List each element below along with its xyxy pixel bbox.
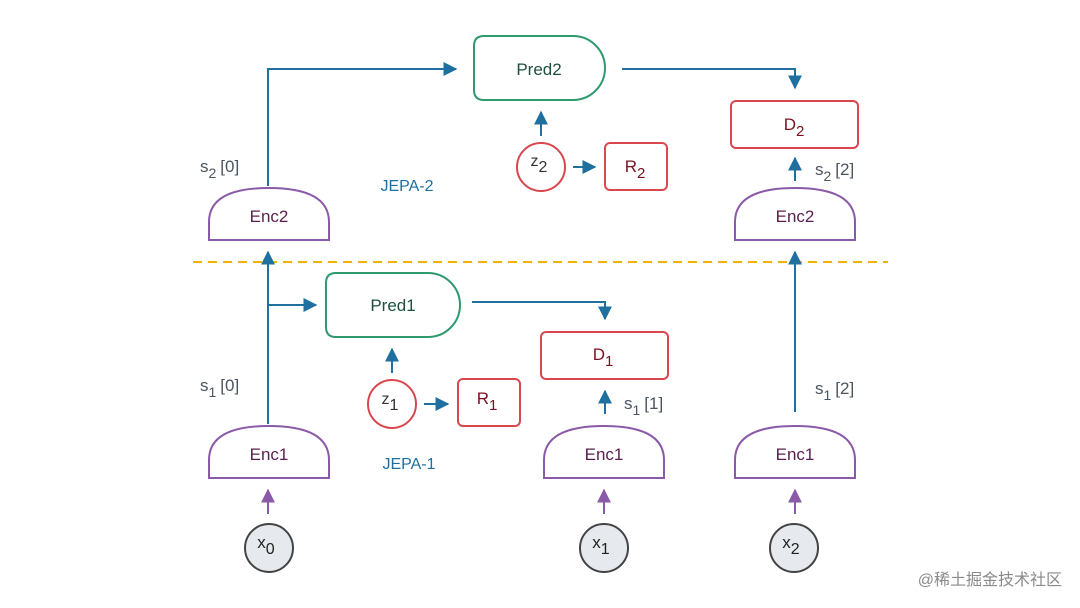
arrow-pred1-to-d1 <box>472 301 612 321</box>
arrow-enc2-to-pred2 <box>267 62 458 186</box>
pred2-label: Pred2 <box>516 60 561 79</box>
arrow-pred2-to-d2 <box>622 68 802 90</box>
d2-label: D2 <box>784 115 805 140</box>
watermark-text: @稀土掘金技术社区 <box>918 571 1062 589</box>
enc1-1-label: Enc1 <box>585 445 624 464</box>
s2-2-label: s2[2] <box>815 160 854 184</box>
r2-node: R2 <box>604 142 668 191</box>
d2-node: D2 <box>730 100 859 149</box>
pred1-label: Pred1 <box>370 296 415 315</box>
z1-node: z1 <box>367 379 417 429</box>
x2-label: x2 <box>782 533 800 558</box>
enc1-2-label: Enc1 <box>776 445 815 464</box>
x0-label: x0 <box>257 533 275 558</box>
s1-0-label: s1[0] <box>200 376 239 400</box>
s1-1-label: s1[1] <box>624 394 663 418</box>
r1-node: R1 <box>457 378 521 427</box>
pred2-node: Pred2 <box>473 35 606 101</box>
jepa-2-label: JEPA-2 <box>380 178 433 195</box>
r1-label: R1 <box>477 389 498 414</box>
x0-node: x0 <box>244 523 294 573</box>
r2-label: R2 <box>625 157 646 182</box>
enc2-right-label: Enc2 <box>776 207 815 226</box>
enc1-2-node: Enc1 <box>734 424 856 479</box>
x2-node: x2 <box>769 523 819 573</box>
enc2-left-node: Enc2 <box>208 186 330 241</box>
z2-label: z2 <box>531 153 548 176</box>
enc1-1-node: Enc1 <box>543 424 665 479</box>
enc1-0-label: Enc1 <box>250 445 289 464</box>
z2-node: z2 <box>516 142 566 192</box>
enc2-left-label: Enc2 <box>250 207 289 226</box>
z1-label: z1 <box>382 391 399 414</box>
d1-label: D1 <box>593 345 614 370</box>
s2-0-label: s2[0] <box>200 157 239 181</box>
jepa-1-label: JEPA-1 <box>382 456 435 473</box>
d1-node: D1 <box>540 331 669 380</box>
enc2-right-node: Enc2 <box>734 186 856 241</box>
enc1-0-node: Enc1 <box>208 424 330 479</box>
s1-2-label: s1[2] <box>815 379 854 403</box>
x1-label: x1 <box>592 533 610 558</box>
x1-node: x1 <box>579 523 629 573</box>
pred1-node: Pred1 <box>325 272 461 338</box>
